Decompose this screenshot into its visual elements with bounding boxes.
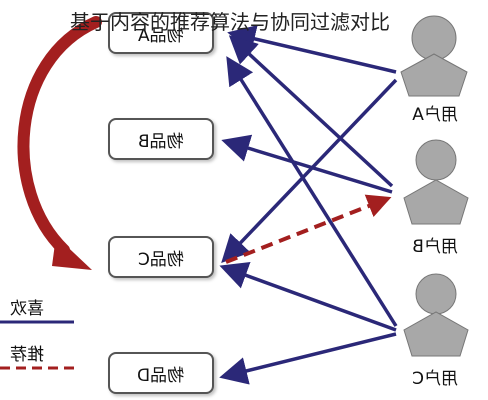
like-edge-userC-itemC (219, 262, 397, 332)
recommend-edge-itemC-userB (225, 194, 392, 264)
user-label-c: 用户C (412, 369, 458, 389)
item-label-c: 物品C (138, 249, 184, 270)
like-edge-userC-itemA (226, 56, 398, 327)
item-box-c: 物品C (108, 236, 214, 278)
user-label-b: 用户B (412, 237, 458, 257)
like-edge-userB-itemB (221, 134, 393, 194)
item-label-b: 物品B (138, 131, 184, 152)
caption-title: 基于内容的推荐算法与协同过滤对比 (70, 10, 390, 34)
legend-like-label: 喜欢 (10, 299, 44, 319)
like-edge-userA-itemA (227, 25, 397, 74)
user-icon-a (400, 15, 468, 97)
similarity-curve-arrow (17, 16, 102, 256)
similarity-curve-arrowhead (52, 236, 92, 270)
user-icon-b (403, 139, 469, 225)
legend-recommend-label: 推荐 (10, 345, 44, 365)
like-edge-userC-itemD (219, 332, 397, 385)
user-icon-c (403, 273, 469, 357)
item-box-a: 物品A (108, 12, 214, 54)
like-edge-userB-itemA (228, 35, 394, 188)
user-label-a: 用户A (412, 105, 458, 125)
item-box-d: 物品D (108, 352, 214, 394)
item-box-b: 物品B (108, 118, 214, 160)
item-label-d: 物品D (137, 365, 185, 386)
